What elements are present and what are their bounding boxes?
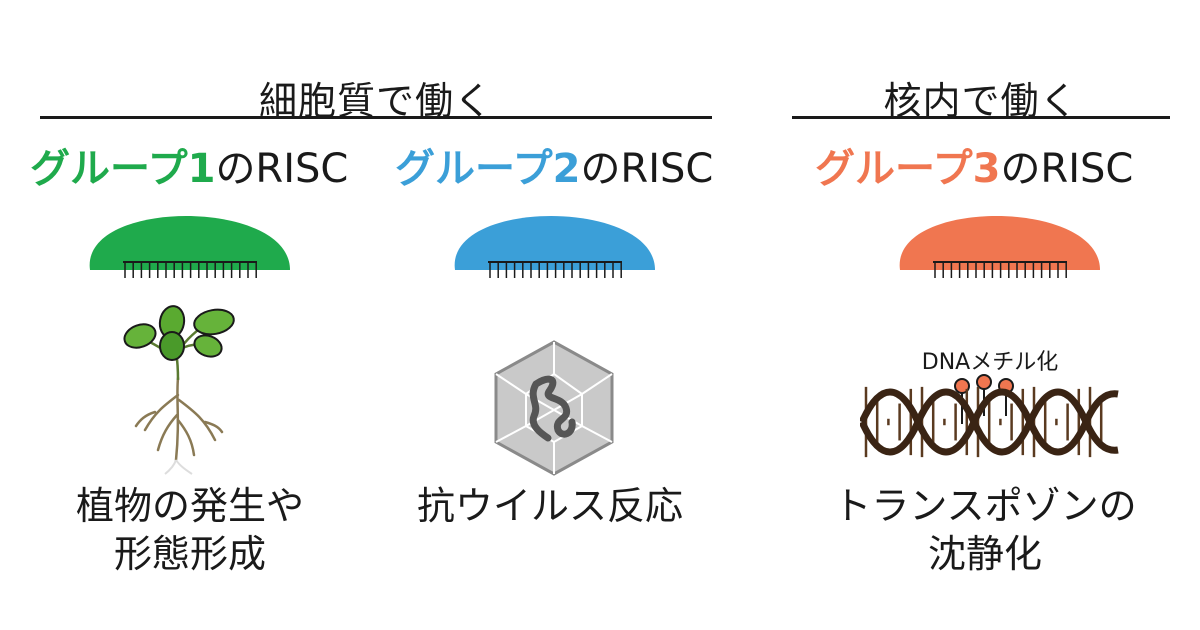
group1-risc-label: グループ1のRISC [30,136,348,194]
group2-caption: 抗ウイルス反応 [400,482,700,530]
group3-name: グループ3 [815,146,1001,192]
group2-caption-line1: 抗ウイルス反応 [416,484,683,528]
virus-icon [488,338,620,478]
group2-risc-icon [450,188,660,283]
group3-caption-line1: トランスポゾンの [833,484,1137,528]
group1-name: グループ1 [30,146,216,192]
plant-icon [110,300,260,475]
group3-risc-label: グループ3のRISC [815,136,1133,194]
group3-suffix: のRISC [1000,146,1134,192]
nucleus-section-title: 核内で働く [883,79,1079,123]
group2-suffix: のRISC [580,146,714,192]
group1-caption-line2: 形態形成 [113,532,266,576]
cytoplasm-section-title: 細胞質で働く [258,79,493,123]
group3-risc-icon [895,188,1105,283]
group2-name: グループ2 [395,146,581,192]
group3-caption: トランスポゾンの 沈静化 [830,482,1140,578]
group2-risc-label: グループ2のRISC [395,136,713,194]
group1-suffix: のRISC [215,146,349,192]
dna-methylation-label: DNAメチル化 [921,350,1059,375]
group1-caption-line1: 植物の発生や [75,484,304,528]
group3-caption-line2: 沈静化 [927,532,1042,576]
group1-caption: 植物の発生や 形態形成 [40,482,340,578]
dna-double-helix-icon [860,372,1120,472]
group1-risc-icon [85,188,295,283]
cytoplasm-divider [40,116,712,119]
nucleus-divider [792,116,1170,119]
